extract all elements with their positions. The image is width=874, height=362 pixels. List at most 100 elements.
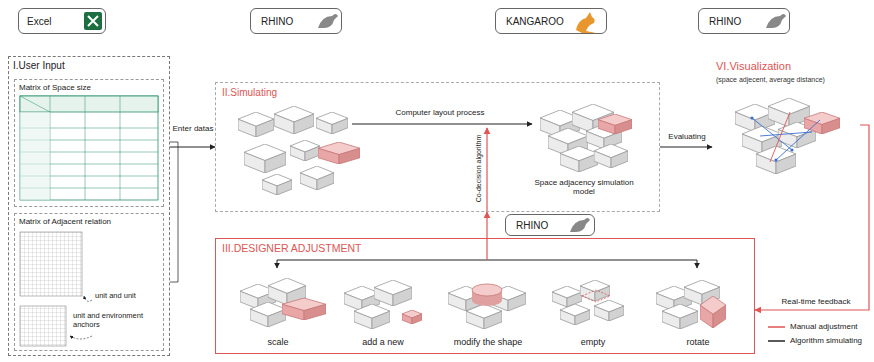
edge-label: Enter datas bbox=[172, 124, 214, 133]
flow-arrow bbox=[486, 212, 487, 238]
illustration-part bbox=[20, 96, 158, 200]
illustration-part bbox=[318, 14, 338, 28]
illustration-part bbox=[552, 286, 582, 307]
node-title: Matrix of Adjacent relation bbox=[19, 217, 111, 226]
visualization-cubes bbox=[735, 98, 840, 174]
illustration-part bbox=[20, 306, 66, 346]
illustration-part bbox=[170, 142, 178, 282]
legend-samples bbox=[768, 327, 785, 341]
illustration-part bbox=[570, 218, 590, 232]
node-title: empty bbox=[543, 337, 643, 347]
illustration-part bbox=[580, 280, 610, 301]
visualization-panel: VI.Visualization(space adjecent, average… bbox=[712, 58, 860, 198]
illustration-part bbox=[88, 16, 98, 26]
software-tag: RHINO bbox=[250, 8, 342, 34]
node-title: Excel bbox=[27, 16, 51, 28]
adjustment-option: rotate bbox=[648, 267, 752, 351]
illustration-part bbox=[662, 304, 698, 329]
illustration-part bbox=[804, 112, 840, 134]
illustration-part bbox=[20, 232, 82, 296]
annotation: Computer layout process bbox=[385, 108, 495, 117]
illustration-part bbox=[774, 158, 777, 161]
illustration-part bbox=[250, 302, 286, 327]
illustration-part bbox=[766, 14, 786, 28]
node-title: add a new bbox=[333, 337, 433, 347]
illustration-part bbox=[300, 166, 334, 190]
illustration-part bbox=[352, 124, 532, 125]
node-text: (space adjecent, average distance) bbox=[716, 76, 858, 84]
illustration-part bbox=[318, 142, 360, 164]
illustration-part bbox=[20, 96, 158, 112]
node-title: I.User Input bbox=[13, 60, 65, 72]
illustration-part bbox=[374, 280, 412, 306]
layout-arrows bbox=[352, 124, 532, 212]
illustration-part bbox=[316, 112, 348, 134]
adjustment-option: scale bbox=[228, 267, 332, 351]
illustration-part bbox=[244, 144, 286, 173]
illustration-part bbox=[20, 112, 50, 200]
input-panel: I.User InputMatrix of Space sizeMatrix o… bbox=[8, 56, 170, 356]
illustration-part bbox=[84, 12, 102, 30]
tool-icons bbox=[84, 12, 786, 232]
node-title: II.Simulating bbox=[222, 87, 277, 99]
illustration-part bbox=[594, 300, 624, 321]
illustration-part bbox=[290, 140, 320, 161]
edge-label: Co-decision algorithm bbox=[474, 128, 483, 208]
illustration-part bbox=[752, 118, 820, 160]
illustration-part bbox=[560, 146, 598, 172]
node-title: rotate bbox=[648, 337, 748, 347]
illustration-part bbox=[84, 296, 92, 301]
adjacency-matrix bbox=[20, 232, 92, 346]
software-tag: RHINO bbox=[698, 8, 790, 34]
illustration-part bbox=[486, 128, 487, 212]
node-title: Matrix of Space size bbox=[19, 83, 91, 92]
node-text: unit and unit bbox=[95, 292, 161, 301]
illustration-part bbox=[402, 310, 422, 324]
illustration-part bbox=[70, 336, 92, 339]
flow-arrow bbox=[755, 125, 869, 310]
illustration-part bbox=[274, 106, 314, 134]
illustration-part bbox=[790, 148, 793, 151]
node-title: modify the shape bbox=[438, 337, 538, 347]
node-title: scale bbox=[228, 337, 328, 347]
illustration-part bbox=[768, 98, 810, 127]
illustration-part bbox=[20, 96, 158, 200]
input-bracket bbox=[170, 142, 178, 282]
adjustment-panel: III.DESIGNER ADJUSTMENT scale add a new mod… bbox=[215, 238, 755, 354]
adjustment-option: add a new bbox=[333, 267, 437, 351]
adjustment-option: empty bbox=[543, 267, 647, 351]
legend-text: Algorithm simulating bbox=[790, 336, 862, 345]
illustration-part bbox=[472, 284, 502, 296]
flow-arrow bbox=[660, 147, 712, 148]
legend-text: Manual adjustment bbox=[790, 322, 858, 331]
software-tag: KANGAROO bbox=[495, 8, 607, 34]
illustration-part bbox=[277, 260, 278, 268]
edge-label: Evaluating bbox=[662, 132, 712, 141]
illustration-part bbox=[700, 296, 726, 328]
adjustment-option: modify the shape bbox=[438, 267, 542, 351]
software-tag: RHINO bbox=[505, 214, 595, 236]
illustration-part bbox=[560, 304, 590, 325]
edge-label: Real-time feedback bbox=[764, 297, 868, 306]
node-title: RHINO bbox=[261, 16, 293, 28]
illustration-part bbox=[354, 304, 390, 329]
illustration-part bbox=[486, 238, 487, 260]
annotation: Space adjacency simulation model bbox=[530, 178, 638, 196]
illustration-part bbox=[768, 326, 785, 328]
node-title: RHINO bbox=[709, 16, 741, 28]
node-title: III.DESIGNER ADJUSTMENT bbox=[222, 242, 361, 254]
illustration-part bbox=[262, 174, 292, 195]
illustration-part bbox=[750, 116, 753, 119]
illustration-part bbox=[768, 340, 785, 342]
illustration-part bbox=[756, 146, 796, 174]
illustration-part bbox=[770, 112, 790, 162]
matrix-box: Matrix of Adjacent relation unit and unit… bbox=[14, 213, 164, 351]
illustration-part bbox=[582, 290, 610, 302]
matrix-box: Matrix of Space size bbox=[14, 79, 164, 207]
illustration-part bbox=[594, 144, 628, 168]
illustration-part bbox=[466, 304, 502, 329]
node-text: unit and environment anchors bbox=[73, 312, 161, 329]
